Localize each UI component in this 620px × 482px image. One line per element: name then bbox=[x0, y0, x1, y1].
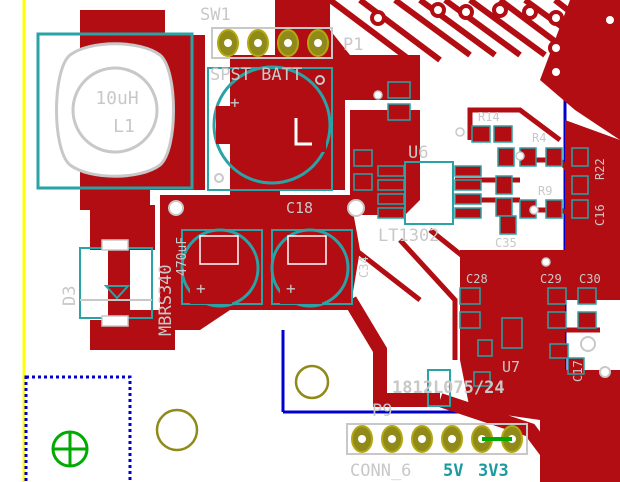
switch-sw1-header: SW1 P1 SPST BATT bbox=[200, 5, 363, 85]
fuse-label: 1812L075/24 bbox=[392, 378, 505, 398]
c28-label: C28 bbox=[466, 272, 488, 286]
svg-text:+: + bbox=[286, 279, 296, 298]
sw1-label: SW1 bbox=[200, 5, 231, 25]
c30-label: C30 bbox=[579, 272, 601, 286]
fiducial-marker bbox=[51, 430, 89, 468]
label-5v: 5V bbox=[443, 461, 463, 481]
copper-pour-top-right bbox=[540, 0, 620, 140]
ic-u6: U6 LT1302 bbox=[377, 143, 482, 246]
u6-label: U6 bbox=[408, 143, 428, 163]
r22-label: R22 bbox=[593, 158, 607, 180]
c29-label: C29 bbox=[540, 272, 562, 286]
fuse-1812: 1812L075/24 bbox=[392, 369, 505, 407]
p9-label: P9 bbox=[372, 401, 392, 421]
r4-label: R4 bbox=[532, 131, 546, 145]
copper-pour-battery bbox=[230, 55, 345, 205]
d3-label: D3 bbox=[60, 286, 80, 306]
inductor-ref-label: L1 bbox=[113, 116, 135, 137]
svg-text:+: + bbox=[196, 279, 206, 298]
label-3v3: 3V3 bbox=[478, 461, 509, 481]
conn6-label: CONN_6 bbox=[350, 461, 411, 481]
c35-label: C35 bbox=[495, 236, 517, 250]
cap-470u-label: 470uF bbox=[175, 237, 190, 276]
spst-batt-label: SPST BATT bbox=[210, 65, 302, 85]
via bbox=[580, 336, 596, 352]
copper-pour-upper-mid bbox=[275, 0, 420, 100]
diode-d3: D3 MBRS340 470uF bbox=[60, 237, 190, 336]
u7-label: U7 bbox=[502, 358, 520, 376]
p1-label: P1 bbox=[343, 35, 363, 55]
mounting-hole bbox=[294, 364, 330, 400]
small-vias bbox=[373, 90, 551, 267]
copper-pour-lower-right bbox=[460, 250, 620, 482]
copper-pour-center-bridge bbox=[160, 195, 360, 330]
inductor-l1: 10uH L1 bbox=[36, 32, 194, 190]
electrolytic-cap-right: + bbox=[270, 228, 353, 308]
c16-label: C16 bbox=[593, 204, 607, 226]
inductor-value-label: 10uH bbox=[95, 88, 138, 109]
ref-designators: C18 R14 R4 R9 R22 C16 C35 C34 C28 C29 C3… bbox=[286, 110, 607, 382]
via bbox=[168, 200, 184, 216]
c17-label: C17 bbox=[571, 360, 585, 382]
trace-lower-diagonal bbox=[343, 296, 566, 475]
mounting-hole bbox=[155, 408, 199, 452]
c34-label: C34 bbox=[357, 256, 371, 278]
c18-label: C18 bbox=[286, 199, 313, 217]
vias-general bbox=[168, 199, 611, 378]
r9-label: R9 bbox=[538, 184, 552, 198]
battery-holder: + bbox=[207, 65, 333, 191]
keepout-dotted-region bbox=[24, 375, 132, 482]
battery-plus-mark: + bbox=[230, 93, 240, 112]
r14-label: R14 bbox=[478, 110, 500, 124]
via bbox=[347, 199, 365, 217]
connector-p9: P9 CONN_6 5V 3V3 bbox=[346, 401, 528, 481]
electrolytic-cap-left: + bbox=[180, 228, 263, 308]
via bbox=[599, 366, 611, 378]
lt1302-label: LT1302 bbox=[378, 226, 439, 246]
mbrs340-label: MBRS340 bbox=[156, 264, 176, 336]
trace-vias-top bbox=[370, 2, 618, 80]
